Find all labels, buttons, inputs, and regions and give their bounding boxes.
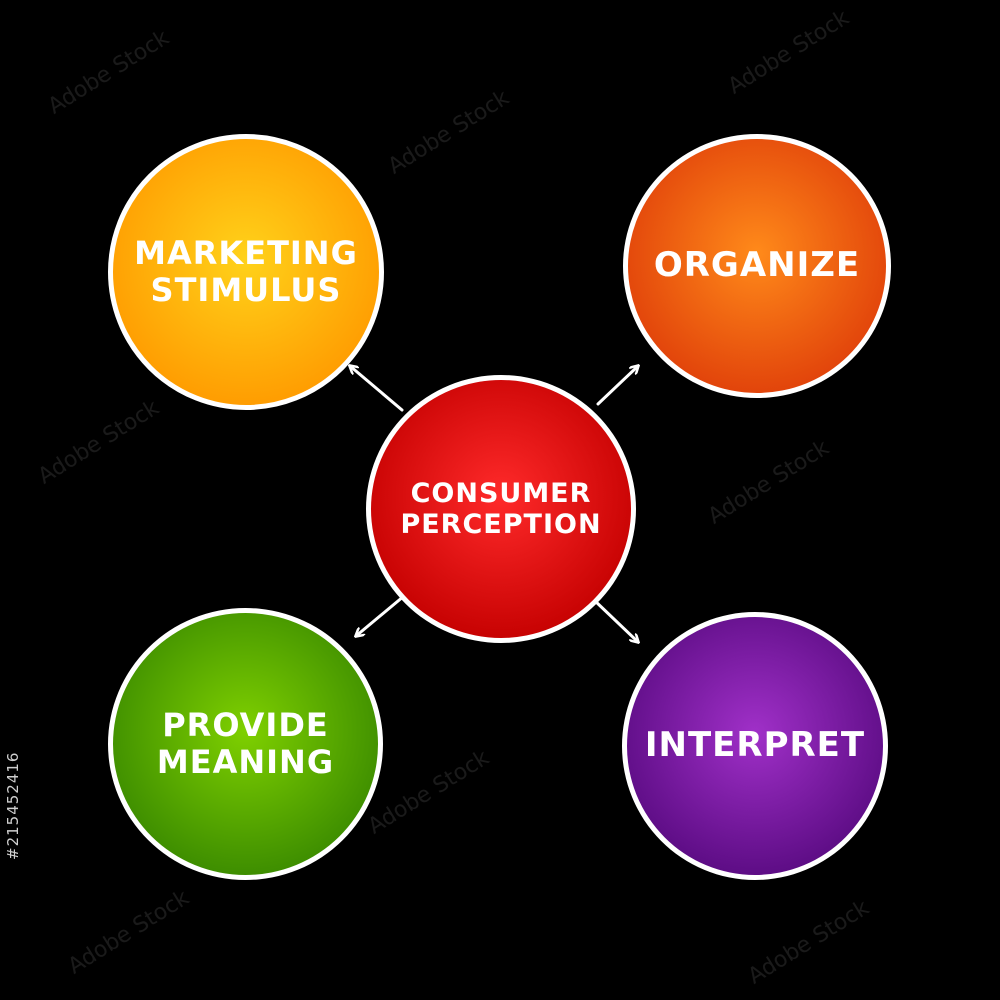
node-interpret: INTERPRET	[622, 612, 888, 880]
arrow-to-marketing	[350, 366, 404, 412]
arrow-to-provide	[356, 594, 406, 636]
arrow-to-interpret	[592, 598, 638, 642]
node-label: ORGANIZE	[653, 245, 861, 286]
node-marketing-stimulus: MARKETING STIMULUS	[108, 134, 384, 410]
node-consumer-perception: CONSUMER PERCEPTION	[366, 375, 636, 643]
node-label: PROVIDE MEANING	[156, 706, 335, 781]
arrow-to-organize	[596, 366, 638, 406]
node-label: CONSUMER PERCEPTION	[400, 477, 602, 540]
stock-id-label: #215452416	[4, 751, 22, 860]
node-label: INTERPRET	[644, 725, 866, 766]
node-label: MARKETING STIMULUS	[134, 234, 358, 309]
node-organize: ORGANIZE	[623, 134, 891, 398]
node-provide-meaning: PROVIDE MEANING	[108, 608, 383, 880]
